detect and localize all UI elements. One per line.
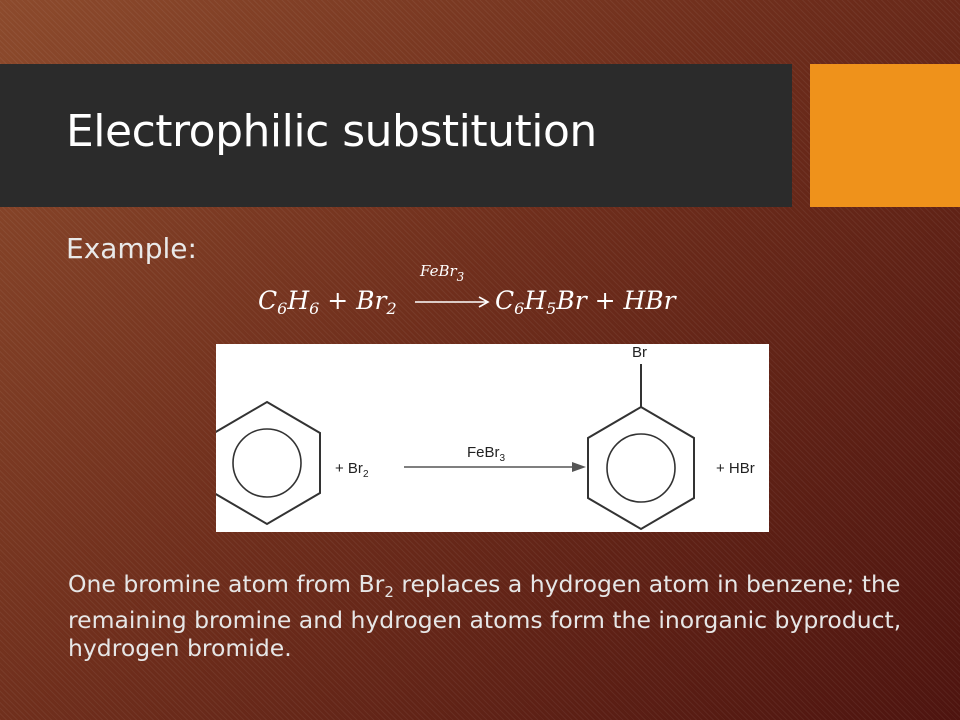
equation-arrow — [415, 296, 490, 308]
equation-catalyst: FeBr3 — [420, 262, 465, 284]
bromobenzene-ring — [587, 405, 695, 531]
diagram-br-substituent: Br — [632, 344, 647, 361]
diagram-catalyst: FeBr3 — [467, 444, 506, 464]
benzene-aromatic-circle — [232, 428, 302, 498]
bromobenzene-aromatic-circle — [606, 433, 676, 503]
body-paragraph: One bromine atom from Br2 replaces a hyd… — [68, 570, 902, 662]
diagram-arrow-head — [572, 462, 586, 472]
example-label: Example: — [66, 232, 197, 265]
accent-block — [810, 64, 960, 207]
benzene-ring — [216, 400, 321, 526]
diagram-plus-hbr: + HBr — [716, 460, 755, 477]
diagram-plus-br2: + Br2 — [335, 460, 369, 480]
equation-products: C6H5Br + HBr — [495, 286, 676, 318]
title-bar — [0, 64, 792, 207]
equation-reactants: C6H6 + Br2 — [258, 286, 397, 318]
chemical-equation: C6H6 + Br2 FeBr3 C6H5Br + HBr — [258, 262, 718, 322]
slide-title: Electrophilic substitution — [66, 106, 597, 157]
reaction-diagram: + Br2 FeBr3 Br + HBr — [216, 344, 769, 532]
reaction-structures — [216, 364, 695, 531]
